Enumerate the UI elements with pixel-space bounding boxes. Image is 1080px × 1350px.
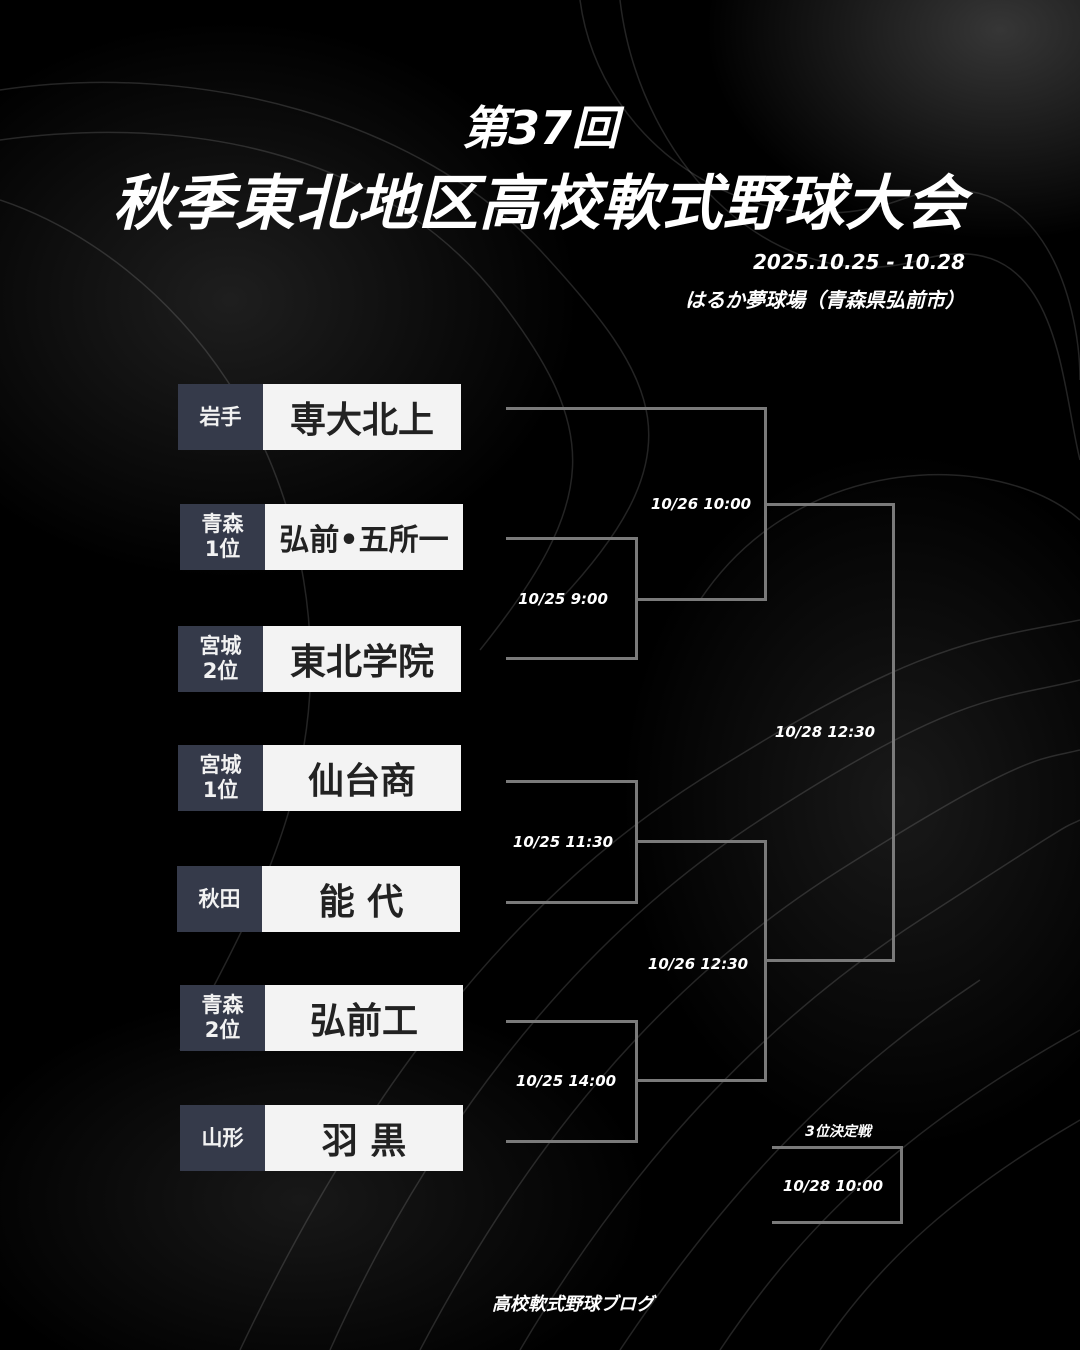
footer-logo: 高校軟式野球ブログ — [492, 1294, 654, 1315]
tournament-dates: 2025.10.25 - 10.28 — [752, 250, 965, 274]
team-prefecture: 秋田 — [177, 866, 262, 932]
match-time-r1c: 10/25 14:00 — [515, 1072, 617, 1090]
tournament-venue: はるか夢球場（青森県弘前市） — [685, 288, 965, 312]
match-time-sf1: 10/26 10:00 — [650, 495, 752, 513]
team-name: 弘前•五所一 — [265, 504, 463, 570]
match-time-r1a: 10/25 9:00 — [518, 590, 608, 608]
team-row: 秋田能 代 — [177, 866, 460, 932]
team-prefecture: 岩手 — [178, 384, 263, 450]
team-name: 専大北上 — [263, 384, 461, 450]
team-prefecture: 宮城 2位 — [178, 626, 263, 692]
team-row: 宮城 1位仙台商 — [178, 745, 461, 811]
team-row: 青森 2位弘前工 — [180, 985, 463, 1051]
team-row: 宮城 2位東北学院 — [178, 626, 461, 692]
match-time-r1b: 10/25 11:30 — [512, 833, 614, 851]
team-prefecture: 青森 1位 — [180, 504, 265, 570]
team-row: 山形羽 黒 — [180, 1105, 463, 1171]
team-name: 羽 黒 — [265, 1105, 463, 1171]
team-name: 能 代 — [262, 866, 460, 932]
team-name: 東北学院 — [263, 626, 461, 692]
team-prefecture: 青森 2位 — [180, 985, 265, 1051]
third-place-label: 3位決定戦 — [805, 1124, 871, 1140]
team-prefecture: 山形 — [180, 1105, 265, 1171]
team-row: 岩手専大北上 — [178, 384, 461, 450]
tournament-title: 秋季東北地区高校軟式野球大会 — [113, 169, 967, 239]
team-name: 仙台商 — [263, 745, 461, 811]
match-time-sf2: 10/26 12:30 — [647, 955, 749, 973]
team-row: 青森 1位弘前•五所一 — [180, 504, 463, 570]
team-prefecture: 宮城 1位 — [178, 745, 263, 811]
team-name: 弘前工 — [265, 985, 463, 1051]
match-time-third: 10/28 10:00 — [782, 1177, 884, 1195]
match-time-final: 10/28 12:30 — [774, 723, 876, 741]
edition-title: 第37回 — [461, 101, 618, 155]
